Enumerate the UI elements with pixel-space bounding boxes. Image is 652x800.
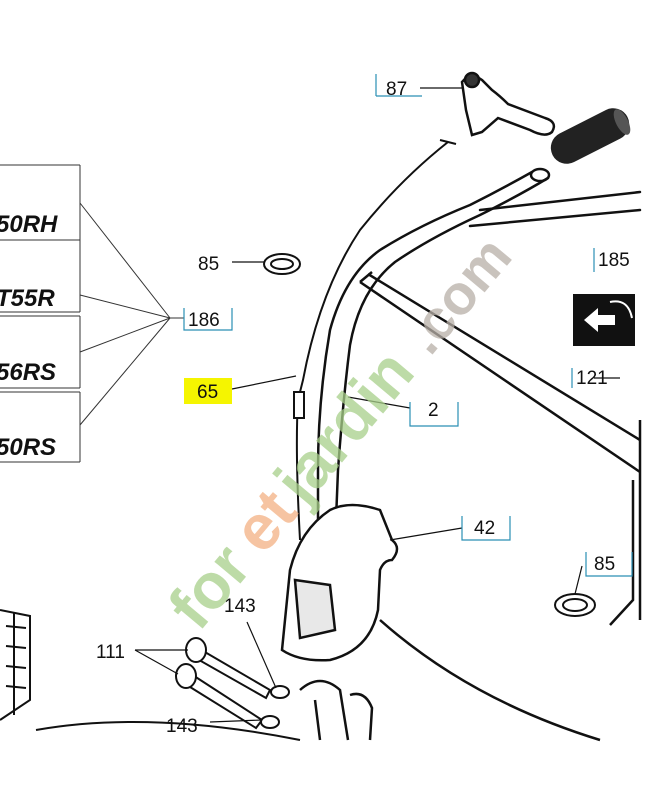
reverse-arrow-icon [573, 294, 635, 346]
callout-111: 111 [96, 642, 125, 663]
control-lever [460, 71, 556, 137]
svg-text:jardin: jardin [260, 336, 428, 517]
model-label: 50RS [0, 434, 56, 461]
callout-85-right: 85 [594, 554, 615, 575]
mower-deck-frame [359, 271, 642, 742]
svg-text:for: for [154, 530, 264, 642]
cable-cover [280, 503, 399, 662]
callout-186: 186 [188, 310, 220, 331]
control-cable [293, 139, 457, 541]
leader-lines [134, 87, 620, 723]
model-label: 56RS [0, 359, 56, 386]
cable-clip [263, 253, 301, 275]
callout-143: 143 [224, 596, 256, 617]
model-label: T55R [0, 285, 55, 312]
handlebar [316, 167, 642, 542]
highlighted-callout [184, 378, 232, 404]
callout-121: 121 [576, 368, 608, 389]
callout-42: 42 [474, 518, 495, 539]
callout-65: 65 [197, 382, 218, 403]
callout-87: 87 [386, 79, 407, 100]
bolts [175, 637, 290, 730]
cable-clip-right [554, 593, 596, 617]
svg-text:.com: .com [391, 224, 523, 365]
callout-2: 2 [428, 400, 439, 421]
callout-boxes [183, 74, 633, 577]
handle-bracket [299, 679, 374, 741]
callout-85: 85 [198, 254, 219, 275]
handle-grip [550, 108, 631, 164]
model-label: 50RH [0, 211, 58, 238]
callout-185: 185 [598, 250, 630, 271]
callout-143-lower: 143 [166, 716, 198, 737]
engine-grille [0, 609, 301, 741]
model-list [0, 164, 184, 463]
